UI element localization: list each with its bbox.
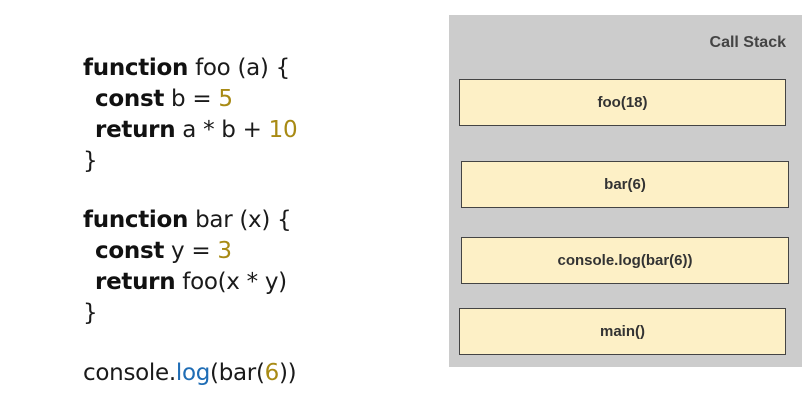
foo-const-decl: b = [164, 86, 219, 112]
keyword-return: return [95, 269, 176, 295]
call-close: )) [278, 360, 297, 386]
code-line-bar-signature: function bar (x) { [55, 174, 292, 233]
call-arg: 6 [264, 360, 280, 386]
keyword-const: const [95, 238, 165, 264]
stack-frame-bar: bar(6) [461, 161, 789, 208]
code-line-foo-const: const b = 5 [67, 53, 233, 112]
call-stack-title: Call Stack [709, 34, 786, 51]
code-line-foo-close: } [55, 115, 98, 174]
keyword-function: function [83, 55, 189, 81]
foo-close-brace: } [83, 148, 98, 174]
code-line-foo-signature: function foo (a) { [55, 22, 290, 81]
call-stack-panel: Call Stack foo(18) bar(6) console.log(ba… [449, 15, 802, 367]
code-line-bar-const: const y = 3 [67, 205, 232, 264]
bar-const-value: 3 [217, 238, 232, 264]
stack-frame-foo: foo(18) [459, 79, 786, 126]
foo-return-expr: a * b + [175, 117, 269, 143]
keyword-function: function [83, 207, 189, 233]
stack-frame-console-log: console.log(bar(6)) [461, 237, 789, 284]
code-line-bar-close: } [55, 267, 98, 326]
code-line-foo-return: return a * b + 10 [67, 84, 298, 143]
foo-const-value: 5 [218, 86, 233, 112]
stack-frame-main: main() [459, 308, 786, 355]
foo-signature: foo (a) { [188, 55, 290, 81]
bar-close-brace: } [83, 300, 98, 326]
call-open: (bar( [210, 360, 265, 386]
keyword-const: const [95, 86, 165, 112]
code-line-console-log: console.log(bar(6)) [55, 327, 297, 386]
code-line-bar-return: return foo(x * y) [67, 236, 287, 295]
foo-return-number: 10 [268, 117, 298, 143]
call-method: log [175, 360, 211, 386]
keyword-return: return [95, 117, 176, 143]
bar-signature: bar (x) { [188, 207, 292, 233]
call-object: console. [83, 360, 176, 386]
bar-const-decl: y = [164, 238, 218, 264]
bar-return-expr: foo(x * y) [175, 269, 287, 295]
